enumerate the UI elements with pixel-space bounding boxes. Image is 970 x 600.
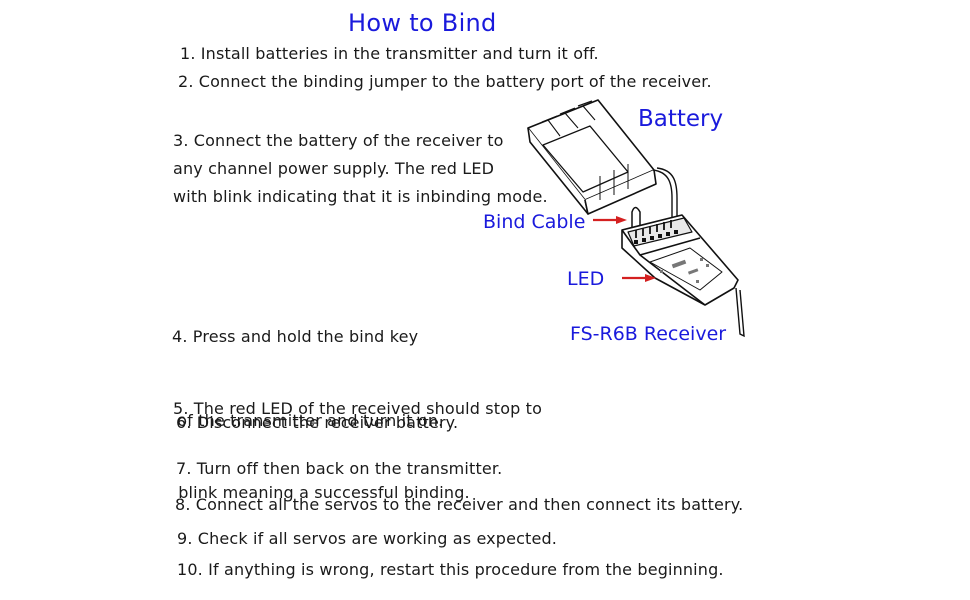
step-9-line-1: 9. Check if all servos are working as ex… xyxy=(177,529,558,548)
step-8: 8. Connect all the servos to the receive… xyxy=(175,491,743,519)
step-6: 6. Disconnect the receiver battery. xyxy=(176,409,458,437)
step-5-line-1: 5. The red LED of the received should st… xyxy=(173,399,543,418)
bind-cable-icon xyxy=(631,206,641,228)
battery-label: Battery xyxy=(638,106,724,132)
page-title: How to Bind xyxy=(348,9,497,37)
led-arrow-icon xyxy=(622,274,656,282)
step-6-line-1: 6. Disconnect the receiver battery. xyxy=(176,413,459,432)
bind-cable-arrow-icon xyxy=(593,216,627,224)
step-5-line-2: blink meaning a successful binding. xyxy=(173,483,470,502)
step-1-line-1: 1. Install batteries in the transmitter … xyxy=(180,44,599,63)
step-10: 10. If anything is wrong, restart this p… xyxy=(177,556,724,584)
led-label: LED xyxy=(567,268,605,290)
step-3-line-2: any channel power supply. The red LED xyxy=(173,159,495,178)
step-3-line-3: with blink indicating that it is inbindi… xyxy=(173,187,548,206)
receiver-icon xyxy=(621,214,739,306)
battery-pack-icon xyxy=(527,99,657,215)
step-7-line-1: 7. Turn off then back on the transmitter… xyxy=(176,459,503,478)
step-9: 9. Check if all servos are working as ex… xyxy=(177,525,557,553)
step-2-line-1: 2. Connect the binding jumper to the bat… xyxy=(178,72,712,91)
receiver-label: FS-R6B Receiver xyxy=(570,323,727,345)
bind-cable-label: Bind Cable xyxy=(483,211,586,233)
step-7: 7. Turn off then back on the transmitter… xyxy=(176,455,502,483)
step-4: 4. Press and hold the bind key of the tr… xyxy=(172,267,443,463)
step-4-line-1: 4. Press and hold the bind key xyxy=(172,327,419,346)
step-10-line-1: 10. If anything is wrong, restart this p… xyxy=(177,560,724,579)
step-3: 3. Connect the battery of the receiver t… xyxy=(173,127,548,211)
step-5: 5. The red LED of the received should st… xyxy=(173,339,542,535)
step-8-line-1: 8. Connect all the servos to the receive… xyxy=(175,495,744,514)
step-4-line-2: of the transmitter and turn it on. xyxy=(172,411,444,430)
antenna-icon xyxy=(735,287,745,338)
step-2: 2. Connect the binding jumper to the bat… xyxy=(178,68,712,96)
step-3-line-1: 3. Connect the battery of the receiver t… xyxy=(173,131,504,150)
step-1: 1. Install batteries in the transmitter … xyxy=(180,40,599,68)
